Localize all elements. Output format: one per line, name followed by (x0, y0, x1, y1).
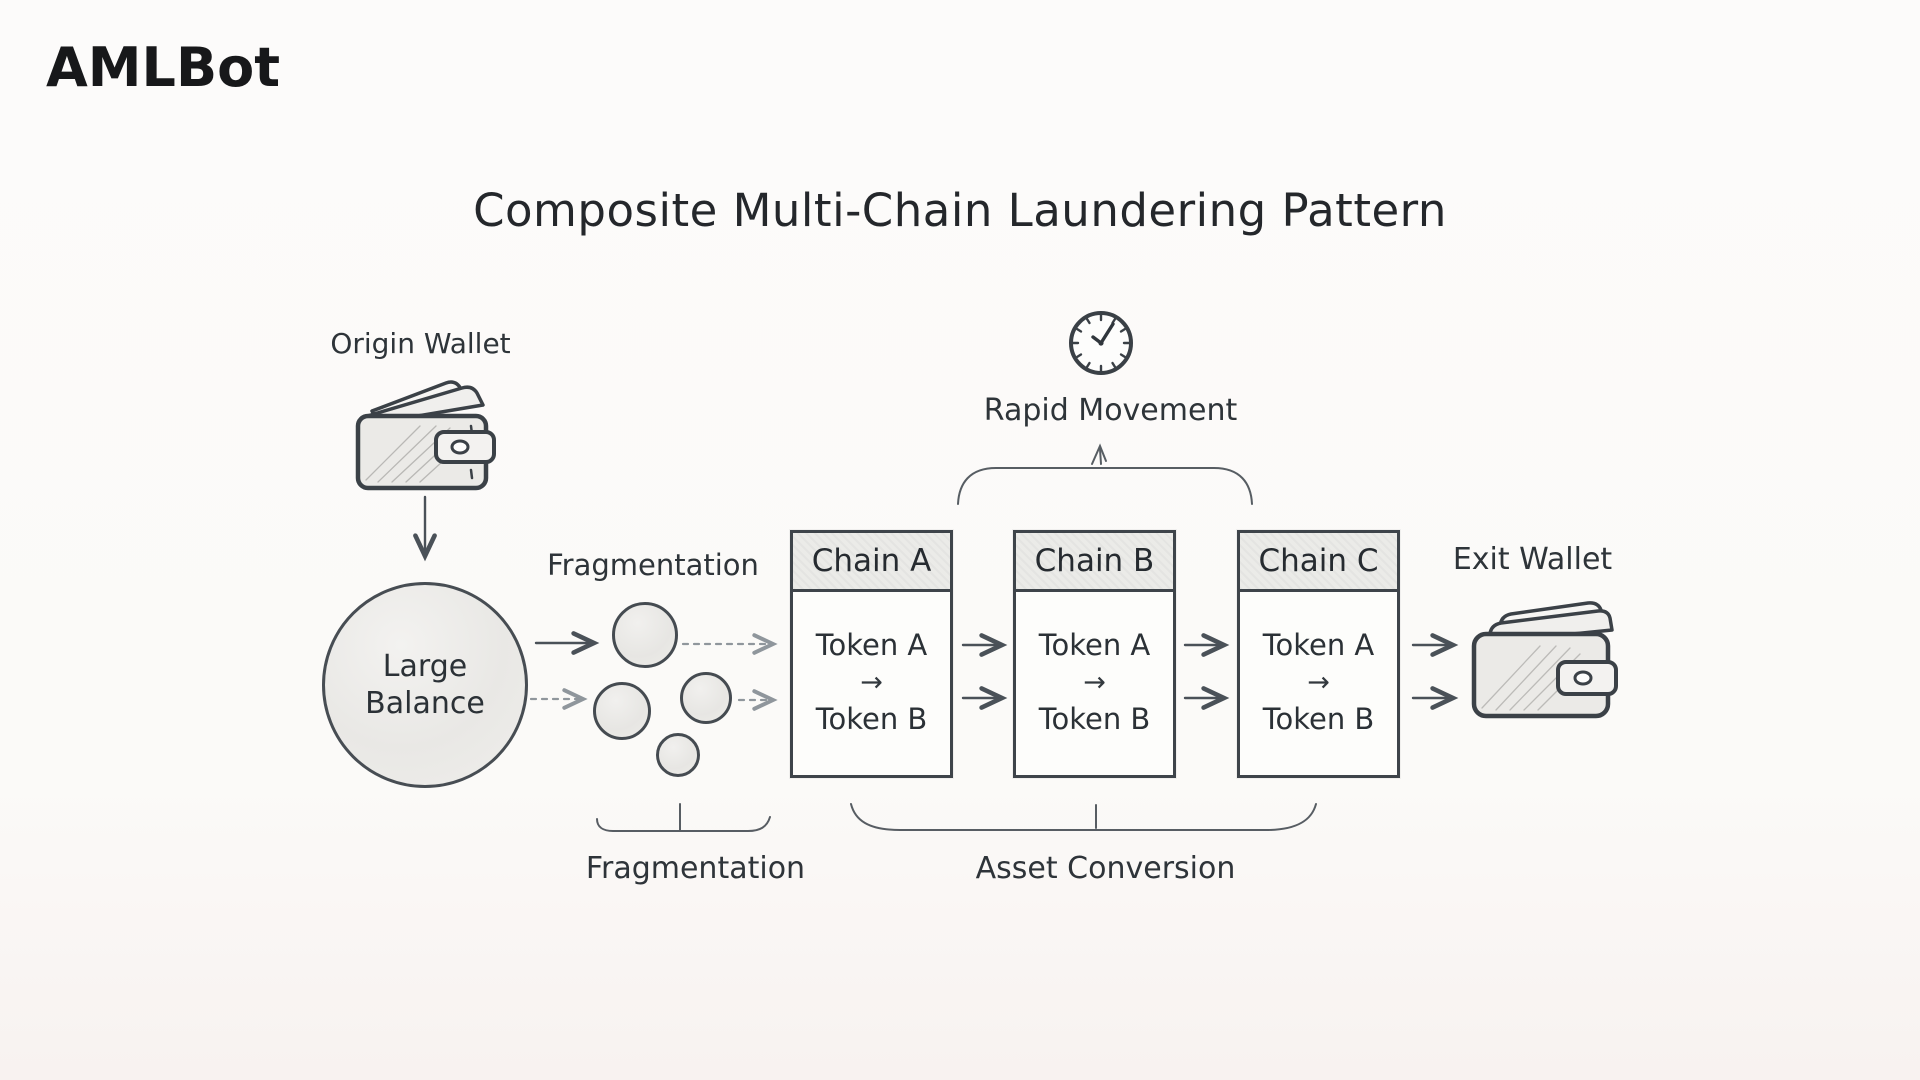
chain-b-token-from: Token A (1038, 628, 1151, 663)
asset-conversion-bracket (850, 803, 1317, 831)
conversion-arrow-icon: → (860, 666, 883, 698)
fragmentation-bottom-label: Fragmentation (585, 851, 806, 886)
large-balance-node: Large Balance (322, 582, 528, 788)
chain-b-title: Chain B (1016, 533, 1173, 592)
exit-wallet-icon (1471, 601, 1618, 719)
rapid-movement-bracket-tip (1091, 443, 1107, 465)
chain-a-title: Chain A (793, 533, 950, 592)
fragmentation-top-label: Fragmentation (547, 548, 759, 582)
amlbot-logo: AMLBot (46, 36, 281, 99)
chain-c-box: Chain C Token A → Token B (1237, 530, 1400, 778)
origin-wallet-icon (355, 380, 496, 491)
chain-c-token-to: Token B (1262, 702, 1375, 737)
diagram-title: Composite Multi-Chain Laundering Pattern (473, 184, 1447, 237)
fragmentation-bracket (596, 816, 771, 832)
fragment-circle (680, 672, 732, 724)
large-balance-label: Large Balance (365, 648, 485, 722)
conversion-arrow-icon: → (1307, 666, 1330, 698)
chain-c-token-from: Token A (1262, 628, 1375, 663)
asset-conversion-label: Asset Conversion (975, 851, 1236, 886)
origin-wallet-label: Origin Wallet (330, 327, 511, 360)
rapid-movement-label: Rapid Movement (983, 393, 1238, 428)
chain-a-box: Chain A Token A → Token B (790, 530, 953, 778)
clock-icon (1069, 311, 1133, 375)
rapid-movement-bracket (957, 467, 1253, 505)
fragment-circle (612, 602, 678, 668)
chain-a-token-from: Token A (815, 628, 928, 663)
rapid-movement-bracket-tip-stem (1099, 448, 1102, 465)
fragment-circle (593, 682, 651, 740)
exit-wallet-label: Exit Wallet (1452, 542, 1613, 577)
chain-b-box: Chain B Token A → Token B (1013, 530, 1176, 778)
chain-a-token-to: Token B (815, 702, 928, 737)
conversion-arrow-icon: → (1083, 666, 1106, 698)
fragment-circle (656, 733, 700, 777)
chain-b-token-to: Token B (1038, 702, 1151, 737)
chain-c-title: Chain C (1240, 533, 1397, 592)
